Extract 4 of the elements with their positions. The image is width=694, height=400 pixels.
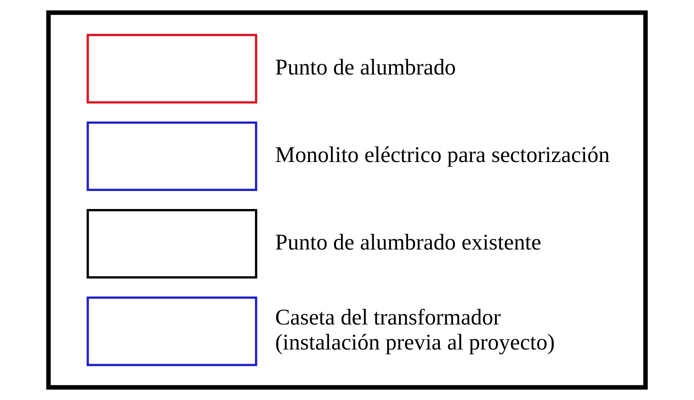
legend-label: Punto de alumbrado [275, 54, 456, 80]
legend-label: Caseta del transformador (instalación previa al proyecto) [275, 304, 555, 354]
legend-label: Monolito eléctrico para sectorización [275, 142, 610, 167]
legend-label: Punto de alumbrado existente [275, 229, 542, 254]
